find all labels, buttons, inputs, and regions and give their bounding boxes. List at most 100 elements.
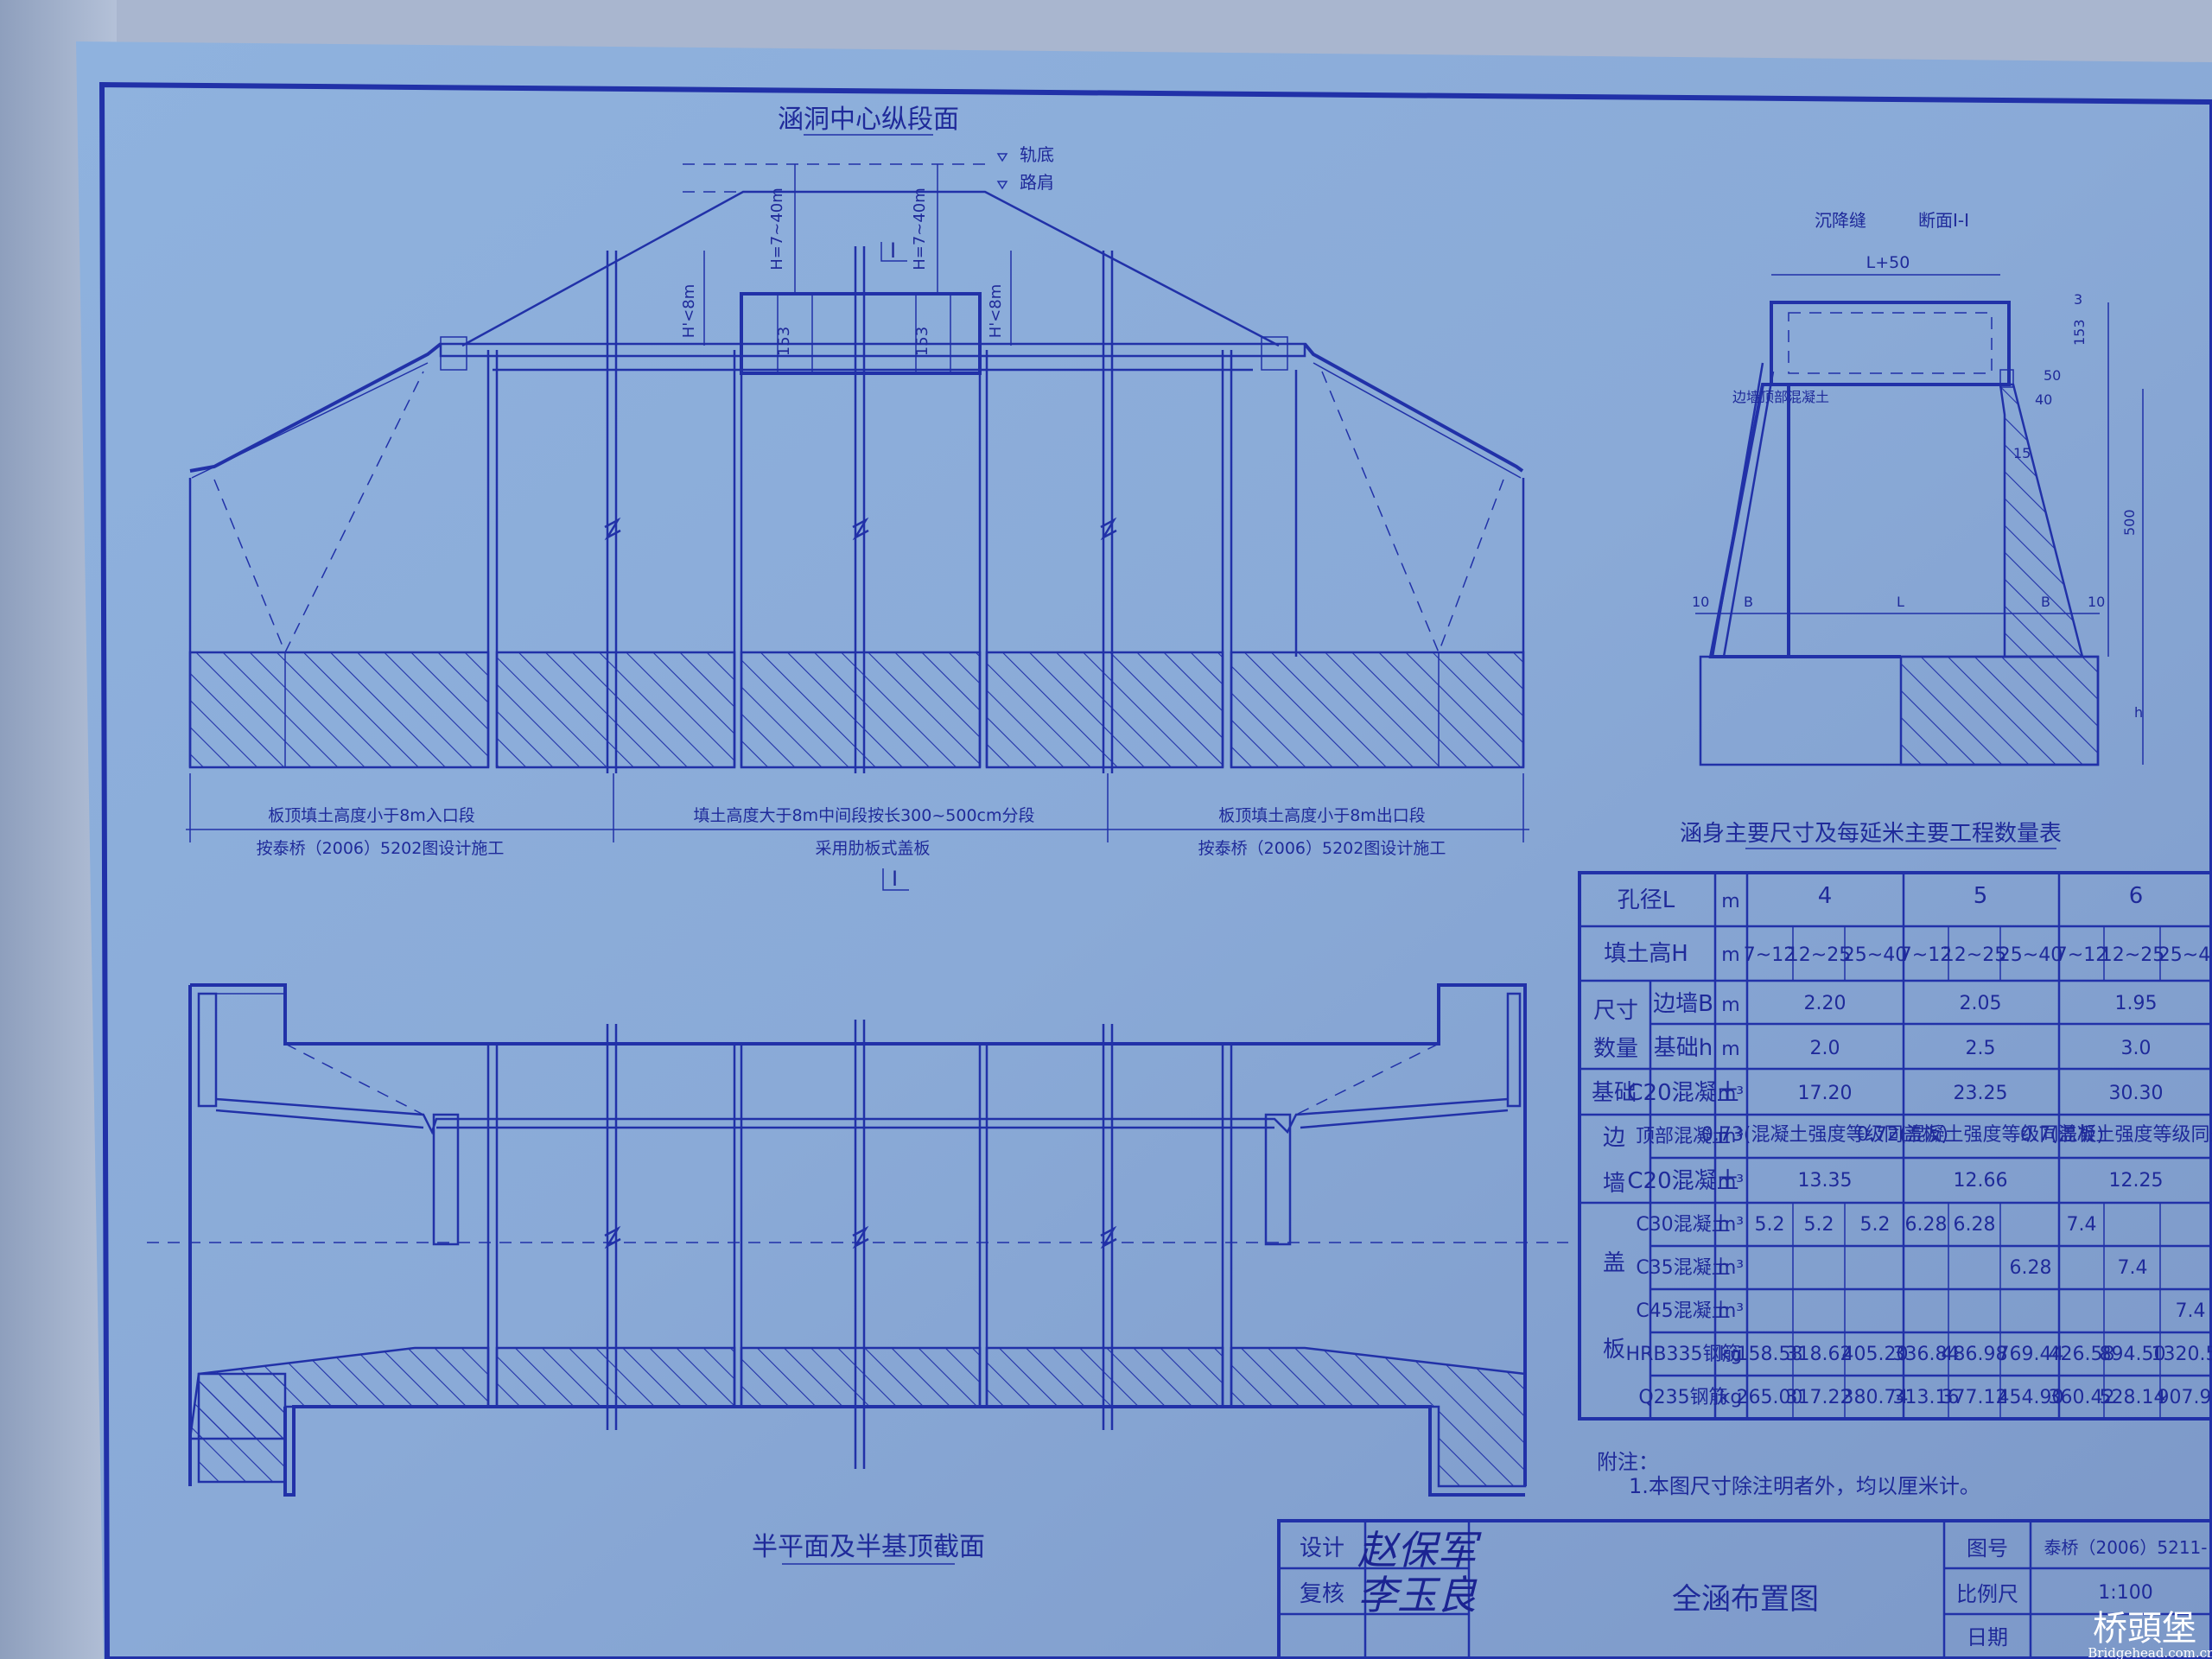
dim-10-right: 10 [2088,594,2105,610]
c30-value: 6.28 [1905,1214,1948,1236]
row-span-label: 孔径L [1618,887,1675,913]
segment-left-note: 板顶填土高度小于8m入口段 [268,806,475,825]
hrb335-value: 158.58 [1737,1344,1803,1365]
hrb335-value: 318.62 [1786,1344,1853,1365]
c30-value: 5.2 [1804,1214,1834,1236]
segment-mid-note: 填土高度大于8m中间段按长300~500cm分段 [693,806,1034,825]
fill-range: 25~40 [1843,944,1907,966]
group-slab-2: 板 [1603,1337,1625,1363]
top-value: 0.7(混凝土强度等级同盖板) [2020,1124,2212,1146]
foundation-value: 2.5 [1966,1038,1996,1059]
unit-q235: kg [1719,1387,1743,1408]
fill-range: 25~40 [1999,944,2063,966]
group-base: 基础 [1592,1080,1637,1106]
hrb335-value: 426.58 [2049,1344,2115,1365]
dim-50: 50 [2044,367,2061,384]
foundation-value: 3.0 [2121,1038,2152,1059]
row-fill-label: 填土高H [1604,941,1688,967]
group-quantity: 数量 [1593,1036,1638,1062]
slab-c30-values: 5.2 5.2 5.2 6.28 6.28 7.4 [1755,1214,2097,1236]
group-slab-1: 盖 [1603,1250,1625,1276]
unit-wall: m³ [1718,1172,1744,1193]
q235-value: 313.16 [1893,1387,1960,1408]
fill-range: 12~25 [2101,944,2164,966]
segment-right-ref: 按泰桥（2006）5202图设计施工 [1198,839,1446,858]
segment-right-note: 板顶填土高度小于8m出口段 [1218,806,1426,825]
cross-section: 沉降缝 断面Ⅰ-Ⅰ L+50 边墙顶部混凝土 3 153 50 40 15 50… [1692,210,2144,766]
unit-base: m³ [1718,1084,1744,1105]
site-watermark: 桥頭堡 Bridgehead.com.cn [2088,1609,2212,1659]
watermark-url: Bridgehead.com.cn [2088,1645,2212,1659]
unit-c45: m³ [1718,1300,1744,1322]
hrb335-value: 769.44 [1998,1344,2064,1365]
row-foundation-label: 基础h [1654,1035,1713,1061]
hrb335-value: 336.84 [1893,1344,1960,1365]
plan-title: 半平面及半基顶截面 [752,1532,985,1562]
side-wall-value: 2.20 [1804,993,1847,1014]
designer-signature: 赵保军 [1357,1527,1482,1573]
unit-c35: m³ [1718,1257,1744,1279]
fill-range: 12~25 [1787,944,1851,966]
dim-h-left: H=7~40m [768,188,786,270]
settlement-joint-label: 沉降缝 [1815,210,1866,231]
slab-c35-values: 6.28 7.4 [2010,1257,2148,1279]
dim-hlt8-right: H'<8m [987,284,1005,339]
unit-fill: m [1721,944,1739,966]
fill-range: 12~25 [1942,944,2006,966]
drawing-no-label: 图号 [1967,1536,2008,1560]
fill-range: 7~12 [2056,944,2107,966]
top-value: 0.73(混凝土强度等级同盖板) [1701,1124,1948,1146]
foundation-value: 2.0 [1810,1038,1840,1059]
row-q235-label: Q235钢筋 [1638,1387,1727,1408]
dim-hlt8-left: H'<8m [680,284,698,339]
c35-value: 7.4 [2118,1257,2148,1279]
dim-l-plus-50: L+50 [1866,253,1910,272]
hrb335-value: 405.20 [1842,1344,1909,1365]
group-size: 尺寸 [1593,998,1638,1024]
c45-value: 7.4 [2176,1300,2206,1322]
dim-153-right: 153 [913,327,931,356]
base-c20-value: 30.30 [2109,1083,2164,1104]
scale-value: 1:100 [2098,1582,2152,1604]
base-c20-value: 23.25 [1954,1083,2008,1104]
fill-range: 25~40 [2158,944,2212,966]
q235-value: 380.74 [1842,1387,1909,1408]
group-wall-2: 墙 [1603,1171,1625,1197]
section-label: 断面Ⅰ-Ⅰ [1918,210,1969,231]
dim-500: 500 [2121,509,2138,536]
c35-value: 6.28 [2010,1257,2052,1279]
dim-b-right: B [2041,594,2050,610]
group-wall-1: 边 [1603,1125,1625,1151]
q235-value: 360.42 [2049,1387,2115,1408]
unit-c30: m³ [1718,1214,1744,1236]
span-6: 6 [2129,883,2144,909]
slab-q235-values: 265.00 317.22 380.74 313.16 377.12 454.9… [1737,1387,2212,1408]
rail-base-label: 轨底 [1020,144,1054,165]
row-hrb335-label: HRB335钢筋 [1626,1344,1741,1365]
c30-value: 6.28 [1954,1214,1996,1236]
wall-c20-value: 12.66 [1954,1170,2008,1192]
section-mark-bottom: Ⅰ [892,867,898,891]
span-5: 5 [1974,883,1988,909]
segment-left-ref: 按泰桥（2006）5202图设计施工 [257,839,505,858]
row-c45-label: C45混凝土 [1636,1300,1730,1322]
wall-c20-value: 13.35 [1798,1170,1853,1192]
plan-view: 半平面及半基顶截面 [147,983,1568,1565]
fill-range: 7~12 [1744,944,1796,966]
table-caption: 涵身主要尺寸及每延米主要工程数量表 [1680,821,2062,847]
unit-top: m³ [1718,1126,1744,1147]
segment-mid-ref: 采用肋板式盖板 [815,839,930,858]
base-c20-value: 17.20 [1798,1083,1853,1104]
slab-hrb335-values: 158.58 318.62 405.20 336.84 486.98 769.4… [1737,1344,2212,1365]
c30-value: 5.2 [1860,1214,1891,1236]
c30-value: 7.4 [2067,1214,2097,1236]
unit-side-wall: m [1721,995,1739,1016]
notes-heading: 附注： [1597,1450,1659,1474]
wall-c20-value: 12.25 [2109,1170,2164,1192]
dim-h-right: H=7~40m [911,188,929,270]
dim-h: h [2134,704,2143,721]
fill-ranges-row: 7~12 12~25 25~40 7~12 12~25 25~40 7~12 1… [1744,944,2212,966]
longitudinal-section: 涵洞中心纵段面 轨底 路肩 153 153 H=7~40m H=7~40m [186,105,1529,891]
dim-40: 40 [2035,391,2052,408]
